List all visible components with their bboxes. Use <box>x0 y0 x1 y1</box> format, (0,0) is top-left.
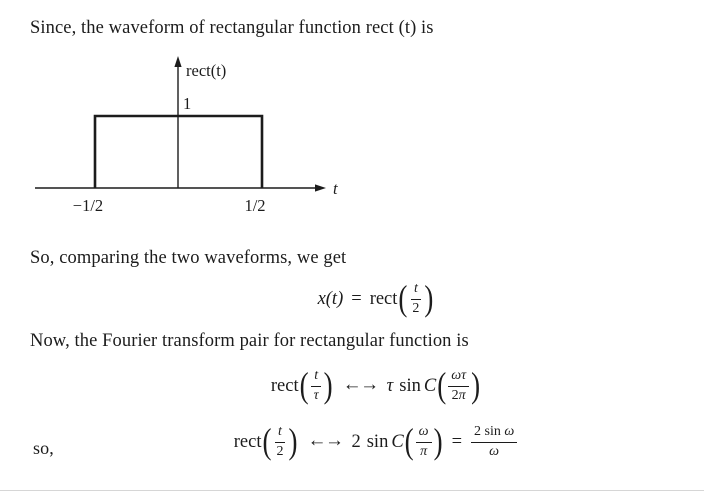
num-2sin: 2 sin <box>474 423 501 439</box>
fraction-denominator: π <box>420 444 428 459</box>
waveform-plot: rect(t) 1 t −1/2 1/2 <box>35 56 338 215</box>
tick-label-right: 1/2 <box>244 196 265 215</box>
equals-sign: = <box>451 431 462 452</box>
fraction-2sinw-over-w: 2 sin ω ω <box>471 423 518 460</box>
intro-text: Since, the waveform of rectangular funct… <box>30 18 434 38</box>
so-label: so, <box>33 438 54 458</box>
left-paren: ( <box>404 420 414 461</box>
left-paren: ( <box>437 364 447 405</box>
eq1-rect-function: rect <box>369 288 398 309</box>
fraction-t-over-tau: t τ <box>311 368 322 404</box>
fourier-intro-text: Now, the Fourier transform pair for rect… <box>30 331 469 351</box>
fraction-numerator: t <box>410 281 421 300</box>
eq3-sinc-c: C <box>391 431 404 452</box>
right-paren: ) <box>288 420 298 461</box>
fraction-denominator: 2 <box>276 444 284 459</box>
right-paren: ) <box>471 364 481 405</box>
eq1-lhs: x(t) <box>317 288 344 309</box>
fourier-pair-equation: rect ( t τ ) ←→ τ sin C ( ωτ 2π ) <box>24 362 704 410</box>
num-omega: ω <box>504 423 515 439</box>
fraction-denominator: τ <box>313 388 319 403</box>
fraction-numerator: ωτ <box>448 368 470 387</box>
fraction-w-over-pi: ω π <box>415 424 432 460</box>
amplitude-label: 1 <box>183 94 191 113</box>
eq2-sinc-c: C <box>423 375 437 396</box>
eq3-rect-function: rect <box>233 431 262 452</box>
y-axis-label: rect(t) <box>186 61 226 80</box>
eq2-tau-coefficient: τ <box>386 375 394 396</box>
den-digit: 2 <box>451 388 459 403</box>
right-paren: ) <box>424 277 434 318</box>
eq2-sin-word: sin <box>399 375 421 396</box>
fraction-numerator: ω <box>415 424 432 443</box>
x-axis-arrow-icon <box>315 184 326 192</box>
right-paren: ) <box>433 420 443 461</box>
eq2-rect-function: rect <box>270 375 299 396</box>
left-paren: ( <box>398 277 408 318</box>
equation-xt: x(t) = rect ( t 2 ) <box>24 276 704 322</box>
fraction-numerator: 2 sin ω <box>471 423 518 443</box>
left-paren: ( <box>299 364 309 405</box>
equals-sign: = <box>351 288 362 309</box>
fraction-numerator: t <box>311 368 322 387</box>
fraction-denominator: ω <box>489 444 500 459</box>
left-paren: ( <box>262 420 272 461</box>
tick-label-left: −1/2 <box>73 196 103 215</box>
transform-pair-arrow-icon: ←→ <box>342 374 380 395</box>
right-paren: ) <box>323 364 333 405</box>
eq3-coefficient: 2 <box>351 431 361 452</box>
den-pi: π <box>458 388 466 403</box>
result-equation: rect ( t 2 ) ←→ 2 sin C ( ω π ) = 2 sin … <box>24 418 704 466</box>
fraction-wt-over-2pi: ωτ 2π <box>448 368 470 405</box>
rect-pulse-trace <box>93 114 264 188</box>
rect-waveform-diagram: rect(t) 1 t −1/2 1/2 <box>30 50 370 220</box>
eq3-sin-word: sin <box>366 431 389 452</box>
x-axis-label: t <box>333 179 338 198</box>
fraction-denominator: 2 <box>412 301 420 316</box>
comparing-text: So, comparing the two waveforms, we get <box>30 248 347 268</box>
fraction-t-over-2: t 2 <box>409 281 422 317</box>
transform-pair-arrow-icon: ←→ <box>307 430 344 451</box>
fraction-numerator: t <box>275 424 285 443</box>
page-bottom-divider <box>0 490 704 491</box>
y-axis-arrow-icon <box>174 56 182 67</box>
fraction-denominator: 2π <box>449 387 469 405</box>
fraction-t-over-2: t 2 <box>273 424 286 460</box>
